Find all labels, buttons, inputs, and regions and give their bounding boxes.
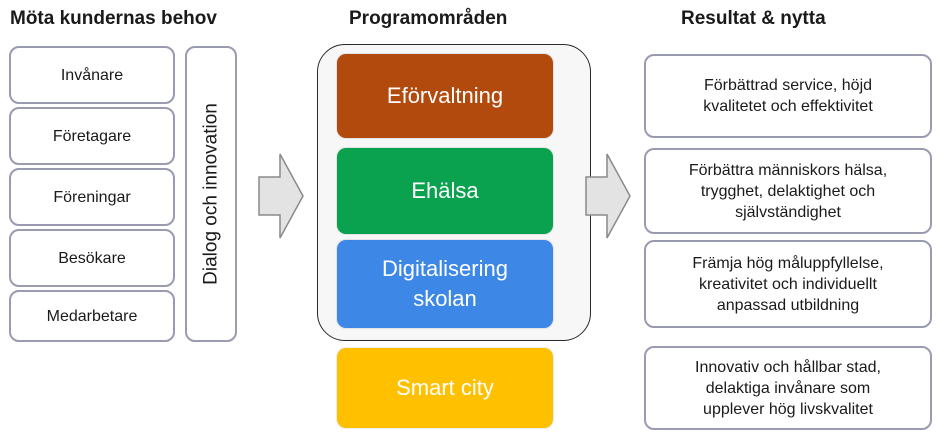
result-text: Förbättra människors hälsa, trygghet, de… (688, 161, 888, 221)
customer-box-residents: Invånare (9, 46, 175, 104)
heading-program-areas: Programområden (349, 8, 508, 29)
program-smart-city: Smart city (337, 348, 553, 428)
customer-box-visitors: Besökare (9, 229, 175, 287)
customer-label: Invånare (60, 66, 124, 84)
result-box-service: Förbättrad service, höjd kvalitetet och … (644, 54, 932, 138)
program-label: Eförvaltning (386, 83, 504, 108)
customer-label: Företagare (52, 127, 132, 145)
customer-label: Medarbetare (46, 307, 138, 325)
customer-box-entrepreneurs: Företagare (9, 107, 175, 165)
result-text: Innovativ och hållbar stad, delaktiga in… (695, 358, 881, 418)
result-box-smart-city: Innovativ och hållbar stad, delaktiga in… (644, 346, 932, 430)
program-label: Smart city (396, 375, 494, 400)
program-digitalisering-skolan: Digitalisering skolan (337, 240, 553, 328)
dialog-innovation-label: Dialog och innovation (200, 103, 222, 285)
heading-results-benefits: Resultat & nytta (681, 8, 826, 29)
program-label: Digitalisering skolan (382, 256, 508, 311)
customer-label: Besökare (58, 249, 126, 267)
customer-box-employees: Medarbetare (9, 290, 175, 342)
flow-arrow-icon (585, 153, 631, 239)
program-ehalsa: Ehälsa (337, 148, 553, 234)
result-box-education: Främja hög måluppfyllelse, kreativitet o… (644, 240, 932, 328)
program-eforvaltning: Eförvaltning (337, 54, 553, 138)
result-text: Förbättrad service, höjd kvalitetet och … (703, 77, 873, 115)
customer-label: Föreningar (53, 188, 131, 206)
customer-box-associations: Föreningar (9, 168, 175, 226)
heading-customer-needs: Möta kundernas behov (10, 8, 217, 29)
program-label: Ehälsa (411, 178, 479, 203)
flow-arrow-icon (258, 153, 304, 239)
result-text: Främja hög måluppfyllelse, kreativitet o… (692, 254, 884, 314)
dialog-innovation-box: Dialog och innovation (185, 46, 237, 342)
result-box-health: Förbättra människors hälsa, trygghet, de… (644, 148, 932, 234)
